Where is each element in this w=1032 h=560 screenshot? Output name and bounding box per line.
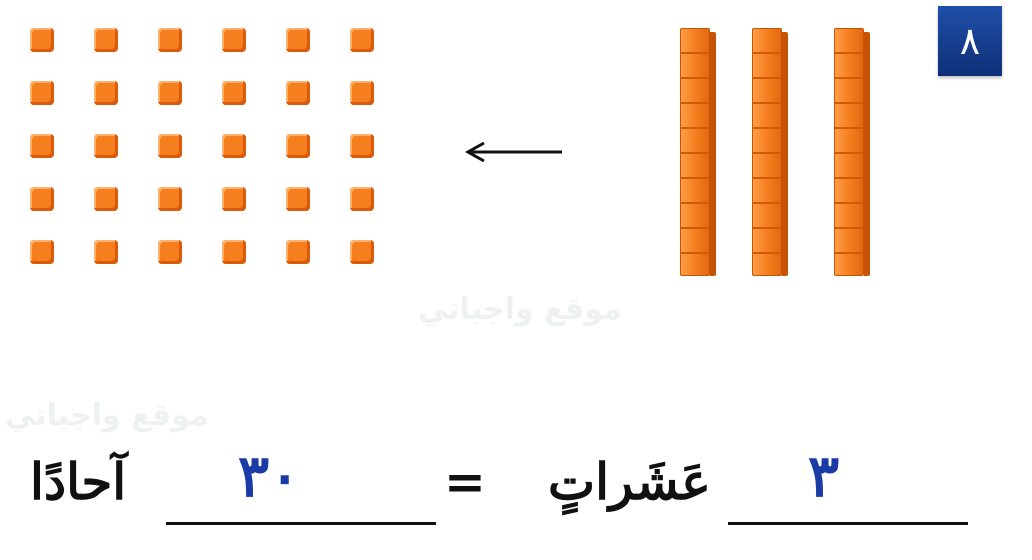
unit-cube (222, 81, 246, 105)
equals-sign: = (444, 452, 486, 511)
tens-answer-line (728, 522, 968, 525)
unit-cube (350, 134, 374, 158)
watermark-1: موقع واجباتي (418, 292, 622, 327)
ten-rod (834, 28, 864, 276)
unit-cube (286, 240, 310, 264)
unit-cube (30, 187, 54, 211)
unit-cube (350, 81, 374, 105)
exercise-number: ٨ (960, 19, 980, 63)
left-arrow-icon (458, 140, 568, 164)
unit-cube (158, 28, 182, 52)
unit-cube (350, 240, 374, 264)
unit-cube (158, 81, 182, 105)
unit-cube (30, 81, 54, 105)
unit-cube (286, 187, 310, 211)
ten-rod (680, 28, 710, 276)
unit-cube (158, 187, 182, 211)
unit-cube (30, 134, 54, 158)
ones-answer-line (166, 522, 436, 525)
unit-cube (94, 134, 118, 158)
equation-row: ٣ عَشَراتٍ = ٣٠ آحادًا (0, 440, 1032, 550)
unit-cube (222, 134, 246, 158)
unit-cube (222, 28, 246, 52)
tens-answer: ٣ (808, 442, 839, 510)
unit-cubes-grid (30, 28, 376, 266)
unit-cube (30, 240, 54, 264)
tens-label: عَشَراتٍ (548, 452, 711, 511)
unit-cube (94, 28, 118, 52)
unit-cube (94, 81, 118, 105)
unit-cube (350, 28, 374, 52)
ones-answer: ٣٠ (238, 442, 300, 510)
unit-cube (286, 134, 310, 158)
unit-cube (286, 81, 310, 105)
unit-cube (158, 134, 182, 158)
unit-cube (158, 240, 182, 264)
unit-cube (350, 187, 374, 211)
unit-cube (94, 187, 118, 211)
ten-rod (752, 28, 782, 276)
unit-cube (286, 28, 310, 52)
unit-cube (222, 187, 246, 211)
ones-label: آحادًا (30, 452, 126, 511)
watermark-2: موقع واجباتي (5, 398, 209, 433)
unit-cube (30, 28, 54, 52)
exercise-number-badge: ٨ (938, 6, 1002, 76)
unit-cube (94, 240, 118, 264)
unit-cube (222, 240, 246, 264)
